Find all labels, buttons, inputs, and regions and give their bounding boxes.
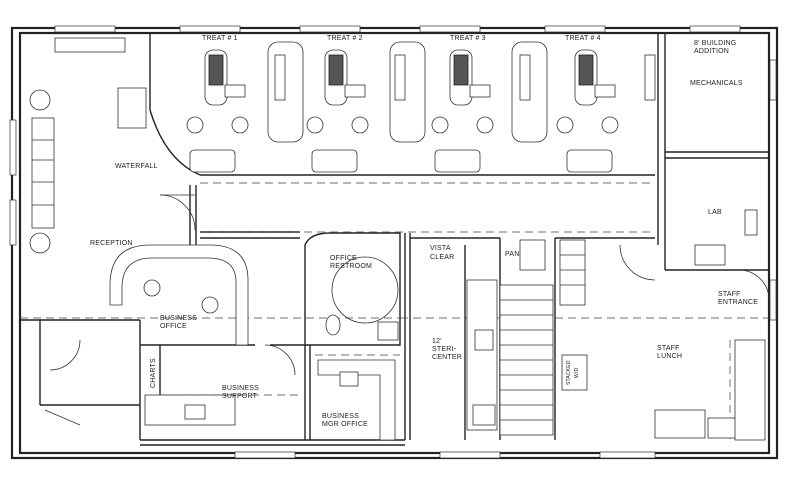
label-office-restroom: OFFICE [330, 255, 357, 262]
label-business-support-2: SUPPORT [222, 393, 258, 400]
lab-fixtures [654, 209, 766, 441]
dental-chair-3 [431, 49, 531, 134]
label-building-addition: 8' BUILDING [694, 40, 736, 47]
label-stacked: STACKED [566, 360, 572, 385]
windows [9, 25, 777, 459]
dental-chair-4 [556, 49, 656, 134]
label-mechanicals: MECHANICALS [690, 80, 743, 87]
label-staff-lunch-2: LUNCH [657, 353, 682, 360]
treatment-rooms [186, 41, 656, 173]
ghost-chair [267, 41, 304, 143]
reception-furniture [29, 37, 249, 346]
label-business-mgr-2: MGR OFFICE [322, 421, 368, 428]
label-staff-entrance-2: ENTRANCE [718, 299, 758, 306]
label-stacked-wd: W/D [574, 367, 580, 378]
label-steri: 12' [432, 338, 442, 345]
label-business-mgr: BUSINESS [322, 413, 359, 420]
label-treat-2: TREAT # 2 [327, 35, 363, 42]
label-office-restroom-2: RESTROOM [330, 263, 372, 270]
label-steri-2: STERI- [432, 346, 457, 353]
dental-chair-2 [306, 49, 406, 134]
restroom-fixtures [325, 256, 399, 341]
label-building-addition-2: ADDITION [694, 48, 729, 55]
label-business-support: BUSINESS [222, 385, 259, 392]
label-treat-3: TREAT # 3 [450, 35, 486, 42]
steri-stair [466, 239, 588, 436]
label-steri-3: CENTER [432, 354, 462, 361]
ghost-chair [389, 41, 426, 143]
label-vista-clear: VISTA [430, 245, 451, 252]
label-pan: PAN [505, 251, 519, 258]
doors [44, 194, 770, 426]
label-business-office: BUSINESS [160, 315, 197, 322]
label-business-office-2: OFFICE [160, 323, 187, 330]
label-reception: RECEPTION [90, 240, 133, 247]
label-charts: CHARTS [150, 358, 157, 388]
office-desks [144, 359, 396, 441]
ghost-chair [511, 41, 548, 143]
label-lab: LAB [708, 209, 722, 216]
label-waterfall: WATERFALL [115, 163, 158, 170]
label-treat-1: TREAT # 1 [202, 35, 238, 42]
label-staff-lunch: STAFF [657, 345, 680, 352]
dental-chair-1 [186, 49, 286, 134]
label-staff-entrance: STAFF [718, 291, 741, 298]
room-labels: TREAT # 1 TREAT # 2 TREAT # 3 TREAT # 4 … [90, 35, 758, 428]
label-treat-4: TREAT # 4 [565, 35, 601, 42]
label-vista-clear-2: CLEAR [430, 254, 454, 261]
